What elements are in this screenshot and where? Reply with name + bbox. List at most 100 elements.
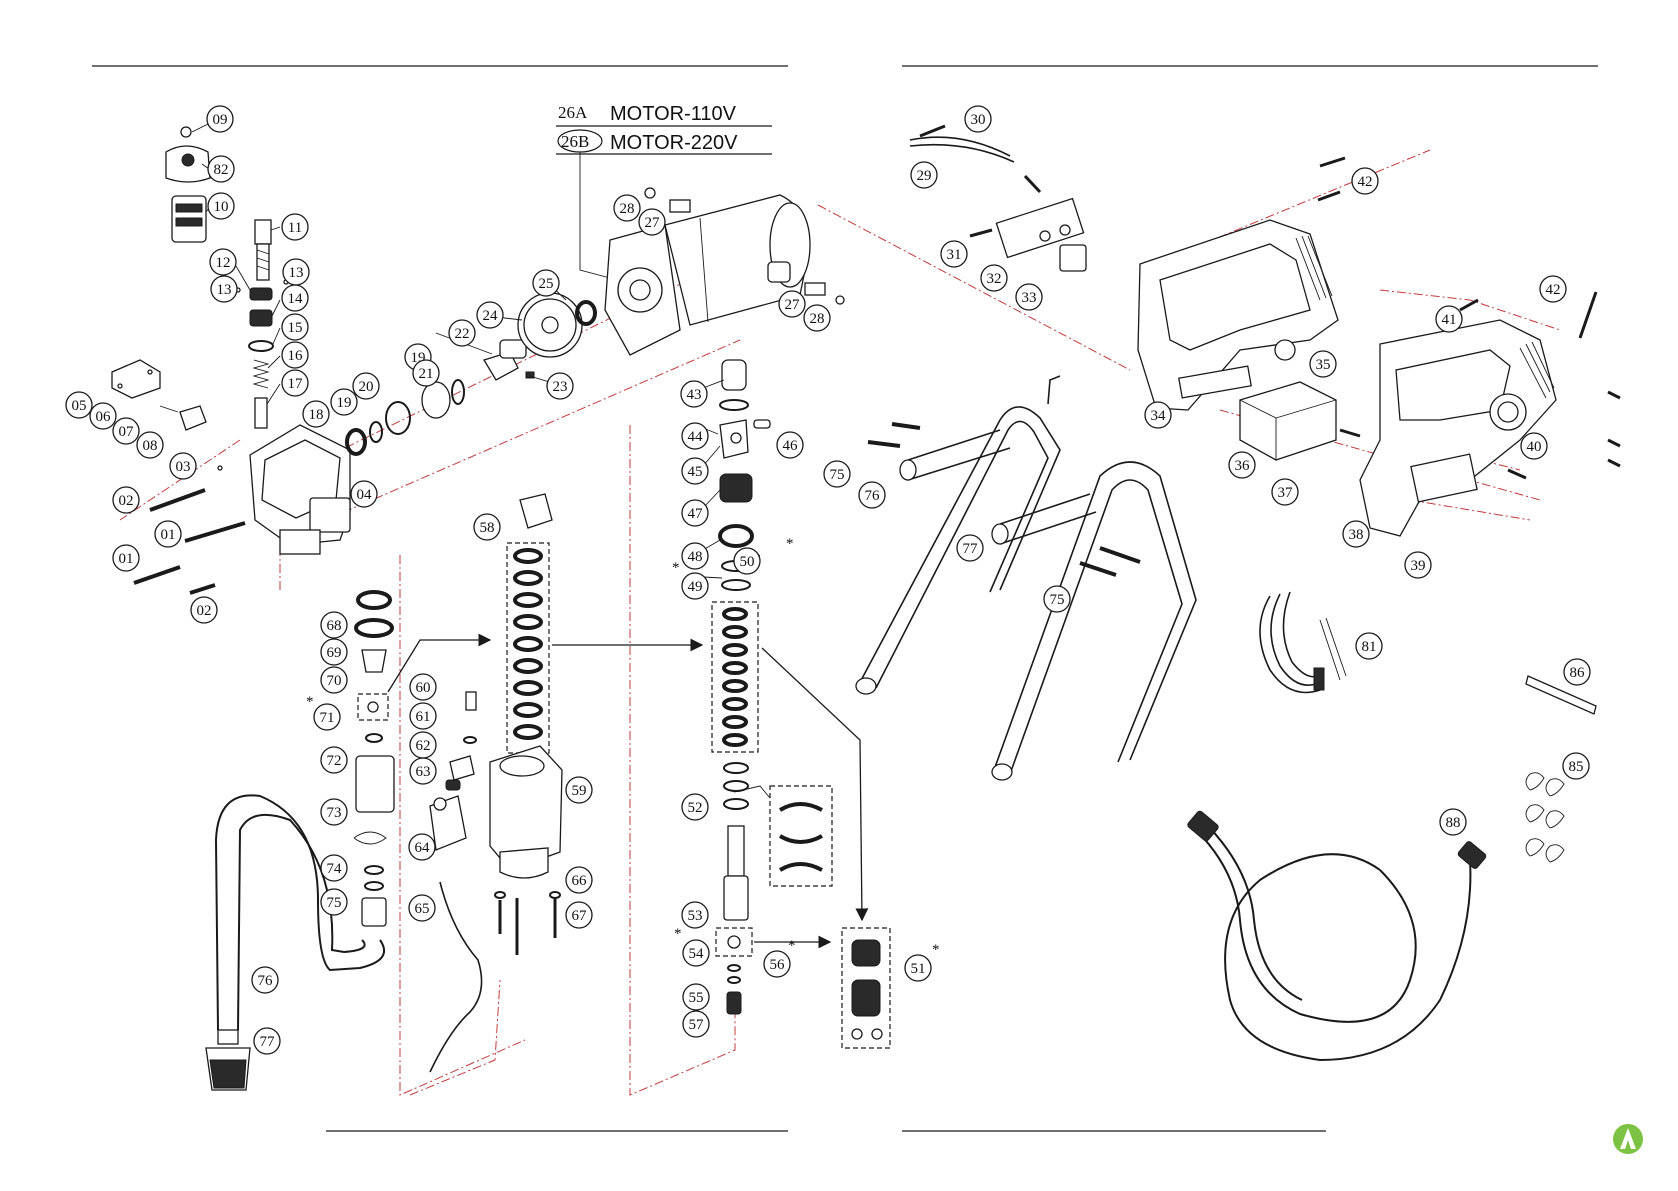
- callout-35: 35: [1309, 350, 1337, 378]
- callout-30: 30: [964, 105, 992, 133]
- note-markers: * * * * * *: [306, 536, 940, 958]
- callout-label: 04: [357, 487, 373, 503]
- callout-49: 49: [681, 572, 709, 600]
- callout-label: 08: [143, 438, 158, 454]
- housing-left: [1137, 156, 1346, 411]
- note-marker: *: [306, 694, 314, 710]
- callout-label: 70: [327, 673, 342, 689]
- motor-code-a: 26A: [558, 103, 588, 122]
- callout-label: 66: [572, 873, 588, 889]
- callout-label: 82: [214, 162, 229, 178]
- callout-label: 86: [1570, 665, 1586, 681]
- callout-44: 44: [681, 422, 709, 450]
- callout-77: 77: [956, 534, 984, 562]
- capacitor-box: [1239, 381, 1361, 461]
- callout-58: 58: [473, 513, 501, 541]
- cylinder-assembly: [429, 691, 563, 1073]
- gear-train: [345, 292, 597, 456]
- callout-23: 23: [546, 372, 574, 400]
- callout-label: 02: [119, 493, 134, 509]
- note-marker: *: [786, 536, 794, 552]
- spray-hose: [1187, 810, 1487, 1062]
- callout-63: 63: [409, 757, 437, 785]
- callout-05: 05: [65, 391, 93, 419]
- callout-label: 76: [865, 488, 881, 504]
- callout-label: 55: [689, 990, 704, 1006]
- callout-label: 51: [911, 961, 926, 977]
- control-assembly: [909, 124, 1087, 272]
- callout-10: 10: [207, 192, 235, 220]
- callout-25: 25: [532, 269, 560, 297]
- brand-logo: [1613, 1124, 1643, 1154]
- callout-41: 41: [1435, 305, 1463, 333]
- callout-33: 33: [1015, 283, 1043, 311]
- callout-75: 75: [1043, 585, 1071, 613]
- callout-07: 07: [112, 417, 140, 445]
- callout-label: 47: [688, 506, 704, 522]
- callout-46: 46: [776, 431, 804, 459]
- callout-43: 43: [680, 380, 708, 408]
- callout-label: 09: [213, 112, 228, 128]
- callout-label: 33: [1022, 290, 1037, 306]
- callout-21: 21: [412, 359, 440, 387]
- callout-label: 37: [1278, 485, 1294, 501]
- callout-label: 88: [1446, 815, 1461, 831]
- callout-label: 68: [327, 618, 342, 634]
- callout-label: 13: [289, 265, 304, 281]
- callout-72: 72: [320, 746, 348, 774]
- callout-label: 20: [359, 379, 374, 395]
- callout-85: 85: [1562, 752, 1590, 780]
- callout-28: 28: [613, 194, 641, 222]
- callout-label: 59: [572, 783, 587, 799]
- callout-label: 27: [785, 297, 801, 313]
- callout-51: 51: [904, 954, 932, 982]
- callout-label: 03: [176, 459, 191, 475]
- callout-label: 06: [96, 409, 112, 425]
- callout-02: 02: [190, 596, 218, 624]
- callout-label: 31: [947, 247, 962, 263]
- callout-54: 54: [682, 939, 710, 967]
- callout-14: 14: [281, 284, 309, 312]
- callout-11: 11: [281, 213, 309, 241]
- callout-label: 50: [740, 554, 755, 570]
- callout-label: 42: [1546, 282, 1561, 298]
- callout-label: 10: [214, 199, 229, 215]
- callout-label: 52: [688, 800, 703, 816]
- callout-75: 75: [823, 460, 851, 488]
- callout-label: 24: [483, 308, 499, 324]
- callout-60: 60: [409, 673, 437, 701]
- callout-53: 53: [681, 901, 709, 929]
- callout-label: 77: [260, 1034, 276, 1050]
- callout-label: 05: [72, 398, 87, 414]
- motor-code-b: 26B: [561, 132, 589, 151]
- callout-36: 36: [1228, 451, 1256, 479]
- callout-label: 64: [415, 840, 431, 856]
- callout-19: 19: [330, 388, 358, 416]
- callout-label: 54: [689, 946, 705, 962]
- callout-31: 31: [940, 240, 968, 268]
- callout-label: 27: [645, 215, 661, 231]
- motor-label-b: MOTOR-220V: [610, 132, 738, 154]
- callout-label: 67: [572, 908, 588, 924]
- callout-09: 09: [206, 105, 234, 133]
- callout-50: 50: [733, 547, 761, 575]
- callout-label: 46: [783, 438, 799, 454]
- callout-label: 29: [917, 168, 932, 184]
- callout-label: 01: [119, 551, 134, 567]
- callout-76: 76: [858, 481, 886, 509]
- callout-label: 75: [1050, 592, 1065, 608]
- callout-81: 81: [1355, 632, 1383, 660]
- callout-label: 22: [455, 326, 470, 342]
- callout-label: 45: [688, 464, 703, 480]
- flow-arrows: [387, 633, 869, 949]
- callout-label: 44: [688, 429, 704, 445]
- callout-38: 38: [1342, 520, 1370, 548]
- callout-label: 16: [288, 348, 304, 364]
- callout-label: 57: [689, 1017, 705, 1033]
- callout-label: 63: [416, 764, 431, 780]
- callout-48: 48: [681, 542, 709, 570]
- callout-08: 08: [136, 431, 164, 459]
- callout-label: 18: [309, 407, 324, 423]
- callout-label: 53: [688, 908, 703, 924]
- callout-22: 22: [448, 319, 476, 347]
